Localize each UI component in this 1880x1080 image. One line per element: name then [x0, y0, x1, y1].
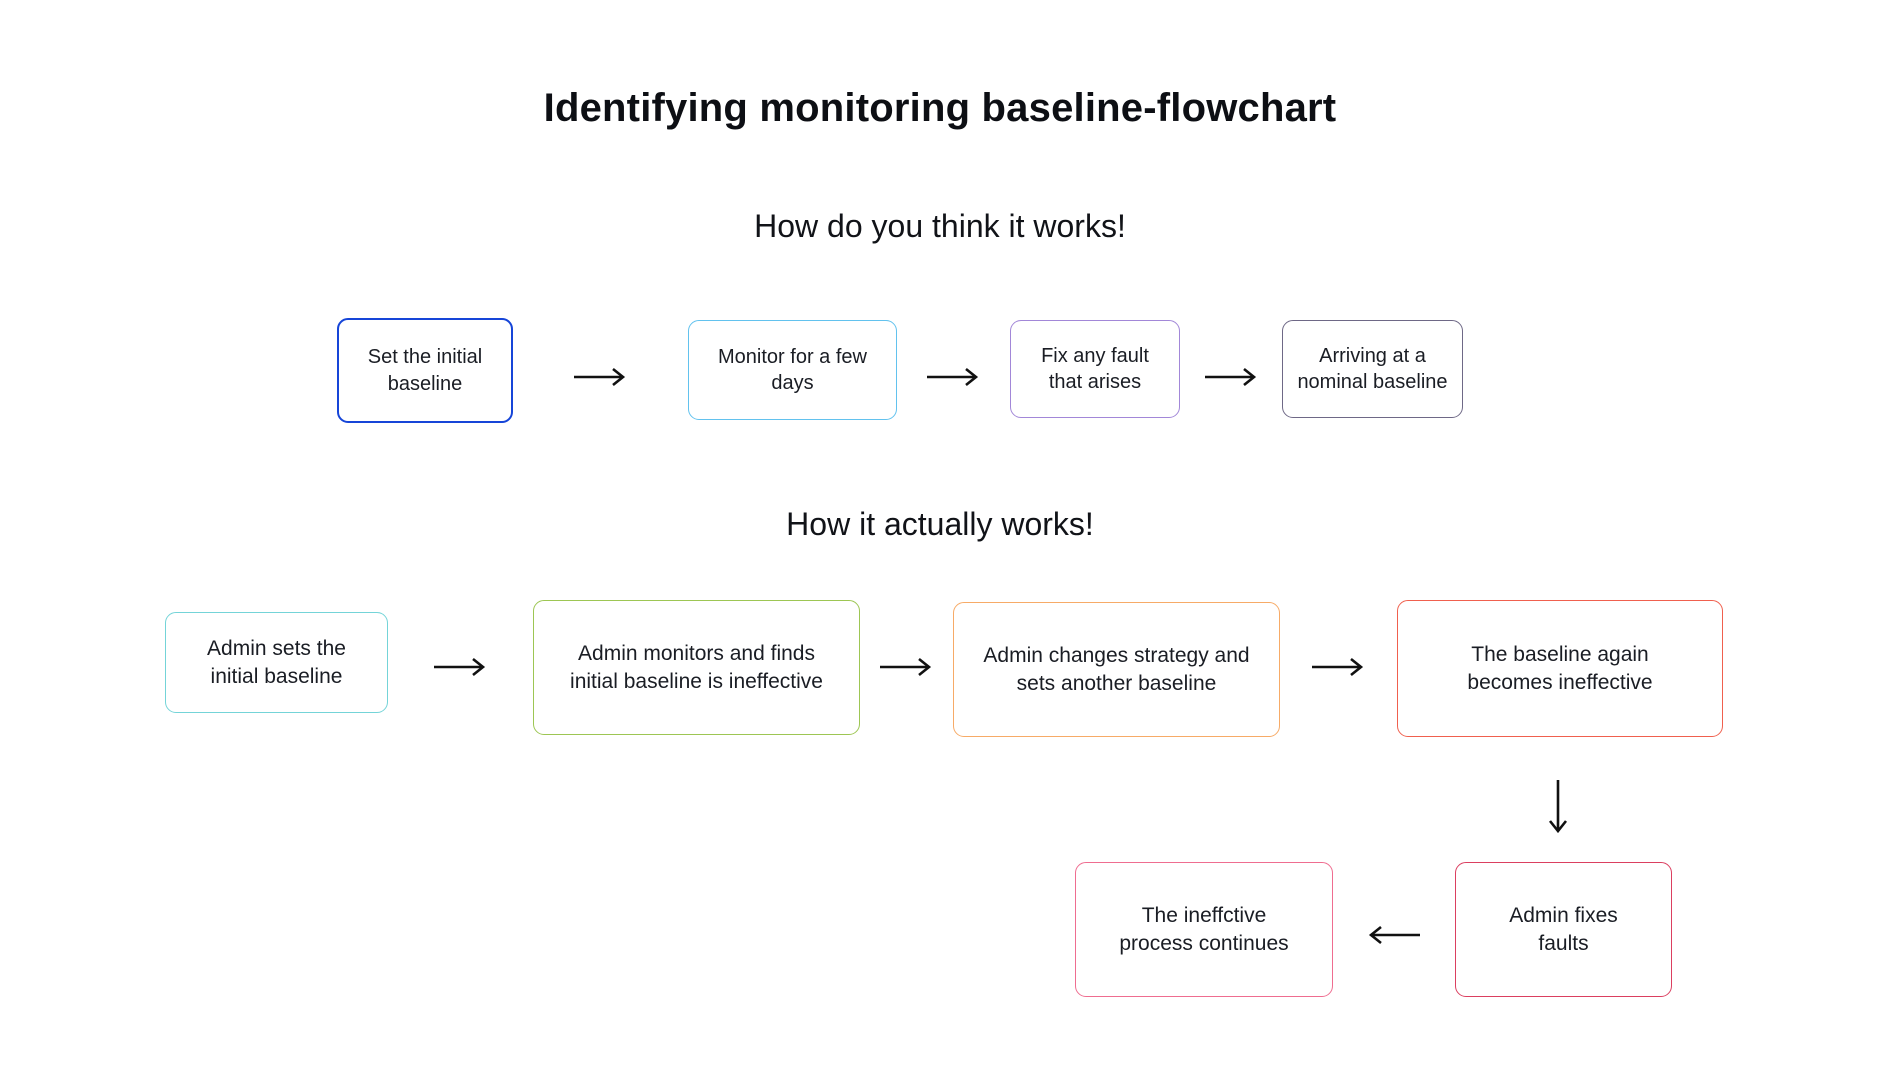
arrow-down-icon [1546, 778, 1570, 836]
arrow-right-icon [432, 655, 488, 679]
section-heading-expected: How do you think it works! [754, 208, 1126, 244]
node-admin-changes-strategy: Admin changes strategy and sets another … [953, 602, 1280, 737]
node-baseline-again-ineffective: The baseline again becomes ineffective [1397, 600, 1723, 737]
node-admin-monitors-ineffective: Admin monitors and finds initial baselin… [533, 600, 860, 735]
section-heading-actual: How it actually works! [786, 506, 1094, 542]
node-admin-fixes-faults: Admin fixes faults [1455, 862, 1672, 997]
arrow-right-icon [1203, 365, 1259, 389]
node-admin-sets-baseline: Admin sets the initial baseline [165, 612, 388, 713]
arrow-right-icon [572, 365, 628, 389]
arrow-right-icon [1310, 655, 1366, 679]
arrow-right-icon [925, 365, 981, 389]
node-monitor-few-days: Monitor for a few days [688, 320, 897, 420]
node-nominal-baseline: Arriving at a nominal baseline [1282, 320, 1463, 418]
node-ineffective-process-continues: The ineffctive process continues [1075, 862, 1333, 997]
node-fix-any-fault: Fix any fault that arises [1010, 320, 1180, 418]
node-set-initial-baseline: Set the initial baseline [337, 318, 513, 423]
arrow-right-icon [878, 655, 934, 679]
page-title: Identifying monitoring baseline-flowchar… [543, 86, 1337, 130]
arrow-left-icon [1366, 923, 1422, 947]
